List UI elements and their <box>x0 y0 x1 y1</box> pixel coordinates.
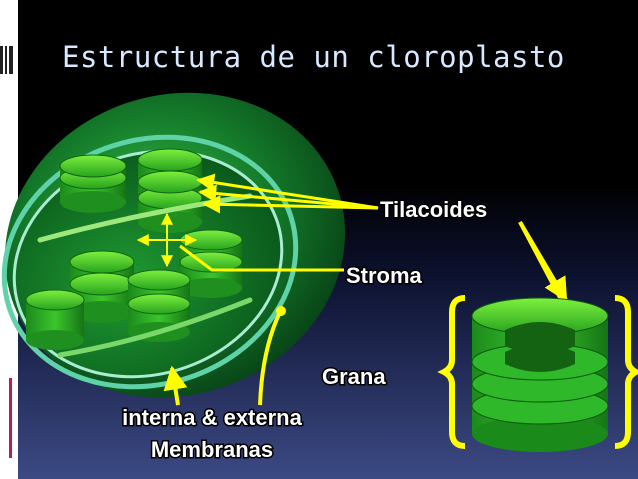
label-membranas-line1: interna & externa <box>122 405 302 430</box>
bullet-icon <box>0 46 14 74</box>
accent-bar <box>9 378 12 458</box>
label-membranas-line2: Membranas <box>151 437 273 462</box>
granum-stack <box>137 148 203 233</box>
label-stroma: Stroma <box>346 263 423 288</box>
granum-stack <box>69 250 135 323</box>
granum-stack <box>25 289 85 350</box>
slide-title: Estructura de un cloroplasto <box>62 40 565 74</box>
label-grana: Grana <box>322 364 386 389</box>
label-tilacoides: Tilacoides <box>380 197 487 222</box>
stroma-marker <box>136 212 198 268</box>
lamella <box>37 193 253 243</box>
granum-closeup <box>437 295 638 452</box>
granum-stack <box>59 154 127 213</box>
lamella <box>57 297 253 358</box>
